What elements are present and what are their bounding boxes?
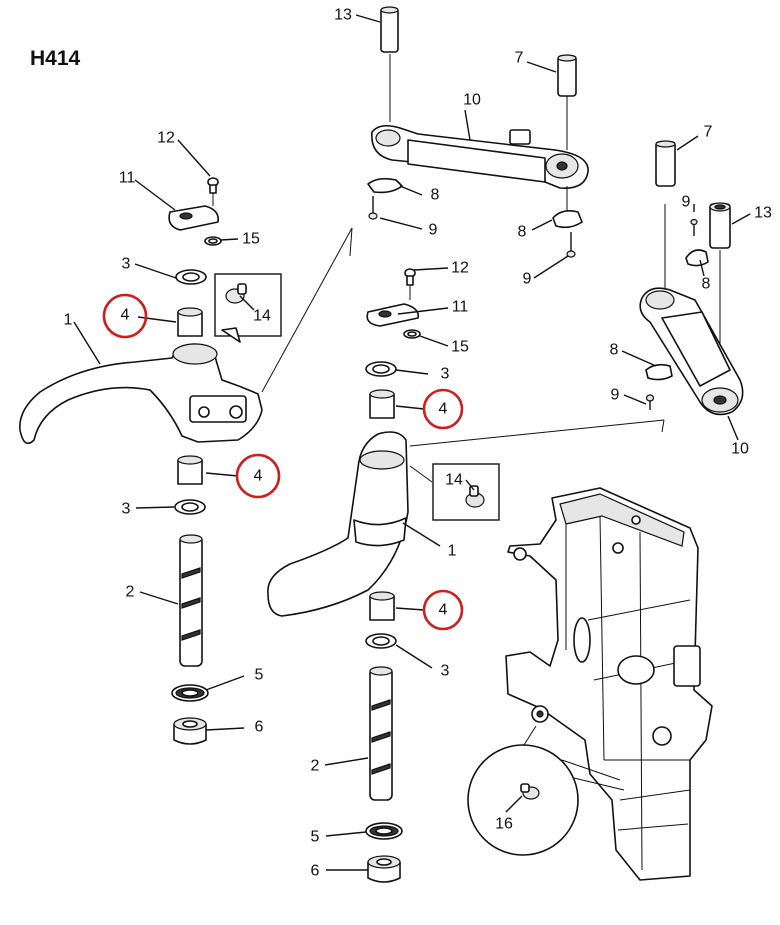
callout-5-left: 5 (255, 667, 264, 684)
bolt-9-center-right (566, 232, 576, 258)
bolt-9-right-mid (645, 394, 655, 410)
figure-code: H414 (30, 47, 81, 70)
callout-15-center: 15 (451, 339, 469, 356)
lock-plate-11-left (168, 205, 220, 231)
clip-8-center-right (552, 210, 583, 229)
callout-11-left: 11 (119, 170, 136, 187)
callout-13-right: 13 (754, 205, 772, 222)
washer-3-center-bottom (365, 633, 397, 649)
callout-13-top: 13 (334, 7, 352, 24)
pin-7-right (655, 140, 676, 187)
pin-13-top (380, 6, 399, 53)
callout-9-center-top: 9 (429, 222, 438, 239)
callout-1-center: 1 (448, 543, 457, 560)
clip-8-right-top (685, 249, 709, 267)
callout-3-left-top: 3 (122, 256, 131, 273)
callout-10-right: 10 (731, 441, 749, 458)
callout-8-right-top: 8 (702, 276, 711, 293)
callout-4-center-bottom: 4 (439, 602, 448, 619)
hydraulic-cylinder-10-center (371, 124, 589, 189)
callout-7-right: 7 (704, 124, 713, 141)
grease-nipple-12-center (404, 268, 416, 286)
callout-16: 16 (495, 816, 513, 833)
callout-14-left: 14 (253, 308, 271, 325)
hydraulic-cylinder-10-right (639, 287, 744, 416)
callout-15-left: 15 (242, 231, 260, 248)
callout-2-center: 2 (311, 758, 320, 775)
washer-15-left (204, 236, 222, 246)
callout-1-left: 1 (64, 312, 73, 329)
detail-box-14-left (214, 273, 282, 343)
bearing-5-center (365, 822, 403, 840)
pin-13-right (709, 202, 731, 249)
nut-6-center (367, 855, 401, 883)
callout-7-center: 7 (515, 50, 524, 67)
callout-8-center-top: 8 (431, 187, 440, 204)
grease-nipple-12-left (207, 177, 219, 194)
callout-3-center-top: 3 (441, 366, 450, 383)
callout-12-left: 12 (157, 130, 175, 147)
callout-8-right-mid: 8 (610, 342, 619, 359)
callout-6-center: 6 (311, 863, 320, 880)
lock-plate-11-center (366, 303, 420, 327)
clip-8-right-mid (645, 363, 673, 381)
callout-4-left-top: 4 (121, 307, 130, 324)
kingpin-2-left (179, 534, 203, 667)
callout-5-center: 5 (311, 829, 320, 846)
washer-3-left-top (175, 269, 207, 285)
bushing-4-left-bottom (177, 455, 203, 485)
callout-labels: 13 7 10 12 11 8 15 9 7 9 13 3 4 14 1 8 8… (64, 7, 772, 880)
nut-6-left (173, 717, 207, 745)
callout-6-left: 6 (255, 719, 264, 736)
highlight-circles-item-4 (102, 293, 464, 631)
callout-14-center: 14 (445, 472, 463, 489)
steering-arm-1-center (267, 431, 409, 617)
callout-2-left: 2 (126, 584, 135, 601)
leader-lines (73, 14, 751, 871)
callout-3-left-bottom: 3 (122, 501, 131, 518)
axle-frame-housing (505, 487, 713, 881)
callout-10-center: 10 (463, 92, 481, 109)
bolt-9-center-top (368, 196, 378, 220)
callout-4-left-bottom: 4 (254, 468, 263, 485)
callout-11-center: 11 (452, 299, 469, 316)
bearing-5-left (171, 684, 209, 702)
washer-3-left-bottom (174, 499, 206, 515)
steering-arm-1-left (19, 343, 263, 445)
washer-15-center (403, 329, 421, 339)
detail-circle-16 (467, 744, 579, 856)
callout-8-center-right: 8 (518, 224, 527, 241)
bushing-4-left-top (177, 307, 203, 337)
clip-8-center-top (367, 177, 403, 194)
bushing-4-center-top (369, 389, 395, 419)
washer-3-center-top (365, 361, 397, 377)
kingpin-2-center (369, 666, 393, 801)
callout-9-center-right: 9 (523, 271, 532, 288)
callout-9-right-top: 9 (682, 194, 691, 211)
bushing-4-center-bottom (369, 591, 395, 621)
bolt-9-right-top (690, 218, 698, 236)
pin-7-center (557, 54, 577, 97)
callout-3-center-bottom: 3 (441, 663, 450, 680)
callout-12-center: 12 (451, 260, 469, 277)
callout-9-right-mid: 9 (611, 387, 620, 404)
callout-4-center-top: 4 (439, 401, 448, 418)
detail-box-14-center (432, 463, 500, 521)
